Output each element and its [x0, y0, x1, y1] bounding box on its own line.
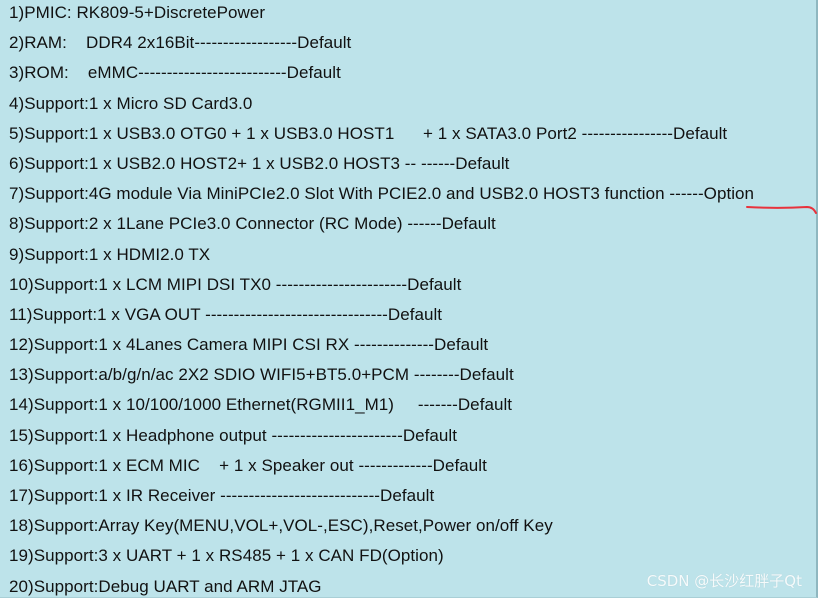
spec-line: 11)Support:1 x VGA OUT -----------------…: [9, 302, 754, 332]
spec-line-text: 10)Support:1 x LCM MIPI DSI TX0 --------…: [9, 274, 462, 294]
spec-line-text: 18)Support:Array Key(MENU,VOL+,VOL-,ESC)…: [9, 516, 553, 536]
option-highlight-text: Option: [703, 184, 755, 204]
spec-line: 15)Support:1 x Headphone output --------…: [9, 423, 754, 453]
spec-line-text: 17)Support:1 x IR Receiver -------------…: [9, 486, 435, 505]
spec-line-text: 7)Support:4G module Via MiniPCIe2.0 Slot…: [9, 184, 704, 204]
spec-line-text: 13)Support:a/b/g/n/ac 2X2 SDIO WIFI5+BT5…: [9, 365, 514, 385]
spec-line-text: 6)Support:1 x USB2.0 HOST2+ 1 x USB2.0 H…: [9, 153, 510, 173]
spec-line: 7)Support:4G module Via MiniPCIe2.0 Slot…: [9, 181, 754, 211]
spec-line: 2)RAM: DDR4 2x16Bit------------------Def…: [9, 30, 754, 60]
spec-line: 8)Support:2 x 1Lane PCIe3.0 Connector (R…: [9, 211, 754, 241]
spec-line-text: 12)Support:1 x 4Lanes Camera MIPI CSI RX…: [9, 335, 489, 355]
spec-line: 4)Support:1 x Micro SD Card3.0: [9, 91, 754, 121]
spec-line: 13)Support:a/b/g/n/ac 2X2 SDIO WIFI5+BT5…: [9, 362, 754, 392]
spec-line-text: 14)Support:1 x 10/100/1000 Ethernet(RGMI…: [9, 395, 513, 415]
spec-line-text: 9)Support:1 x HDMI2.0 TX: [9, 244, 211, 264]
spec-line: 1)PMIC: RK809-5+DiscretePower: [9, 0, 754, 30]
spec-line: 17)Support:1 x IR Receiver -------------…: [9, 483, 754, 513]
spec-line-text: 8)Support:2 x 1Lane PCIe3.0 Connector (R…: [9, 214, 496, 234]
spec-line: 12)Support:1 x 4Lanes Camera MIPI CSI RX…: [9, 332, 754, 362]
spec-line-text: 2)RAM: DDR4 2x16Bit------------------Def…: [9, 33, 352, 53]
spec-list: 1)PMIC: RK809-5+DiscretePower 2)RAM: DDR4…: [9, 0, 754, 604]
spec-line-text: 15)Support:1 x Headphone output --------…: [9, 425, 458, 445]
spec-line: 20)Support:Debug UART and ARM JTAG: [9, 574, 754, 604]
spec-line: 14)Support:1 x 10/100/1000 Ethernet(RGMI…: [9, 392, 754, 422]
spec-line-text: 3)ROM: eMMC--------------------------Def…: [9, 63, 341, 83]
spec-line-text: 5)Support:1 x USB3.0 OTG0 + 1 x USB3.0 H…: [9, 123, 728, 143]
spec-line: 3)ROM: eMMC--------------------------Def…: [9, 60, 754, 90]
spec-line: 6)Support:1 x USB2.0 HOST2+ 1 x USB2.0 H…: [9, 151, 754, 181]
spec-line-text: 11)Support:1 x VGA OUT -----------------…: [9, 304, 443, 324]
spec-line-text: 20)Support:Debug UART and ARM JTAG: [9, 576, 322, 596]
spec-line: 9)Support:1 x HDMI2.0 TX: [9, 242, 754, 272]
spec-line: 16)Support:1 x ECM MIC + 1 x Speaker out…: [9, 453, 754, 483]
spec-line-text: 16)Support:1 x ECM MIC + 1 x Speaker out…: [9, 455, 487, 475]
spec-line-text: 19)Support:3 x UART + 1 x RS485 + 1 x CA…: [9, 546, 444, 566]
red-underline-annotation: [746, 205, 817, 214]
spec-line: 18)Support:Array Key(MENU,VOL+,VOL-,ESC)…: [9, 513, 754, 543]
spec-line: 19)Support:3 x UART + 1 x RS485 + 1 x CA…: [9, 543, 754, 573]
watermark: CSDN @长沙红胖子Qt: [646, 572, 802, 590]
spec-line-text: 1)PMIC: RK809-5+DiscretePower: [9, 3, 266, 22]
spec-line-text: 4)Support:1 x Micro SD Card3.0: [9, 93, 253, 113]
spec-line: 5)Support:1 x USB3.0 OTG0 + 1 x USB3.0 H…: [9, 121, 754, 151]
spec-line: 10)Support:1 x LCM MIPI DSI TX0 --------…: [9, 272, 754, 302]
